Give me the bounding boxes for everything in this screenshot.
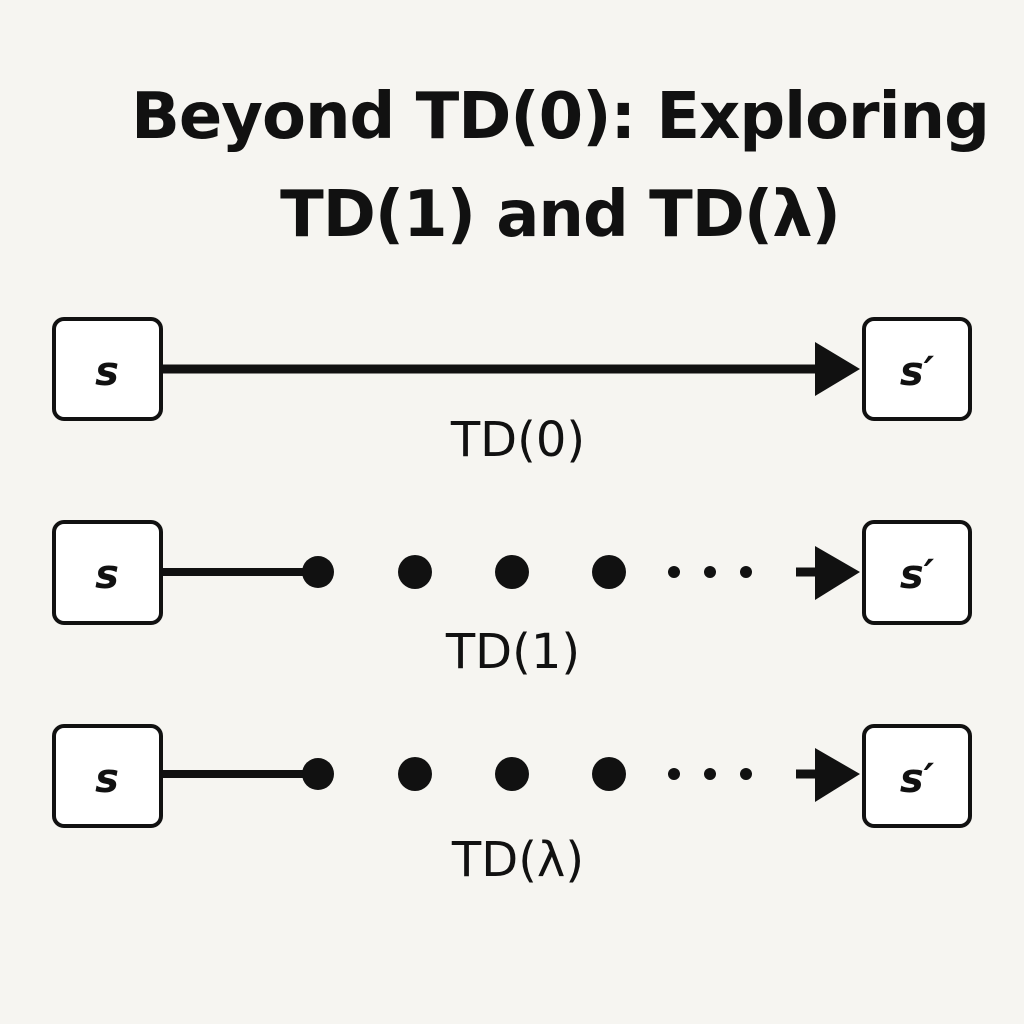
target-state-box xyxy=(862,520,972,625)
arrow-head-icon xyxy=(815,546,860,600)
title-line-1: Beyond TD(0): Exploring xyxy=(131,80,990,154)
target-state-label: s′ xyxy=(900,552,935,598)
intermediate-state-dot xyxy=(495,555,529,589)
row-td1: s s′ TD(1) xyxy=(52,520,972,680)
intermediate-state-dot xyxy=(592,757,626,791)
intermediate-state-dot xyxy=(398,757,432,791)
ellipsis-dot xyxy=(740,768,752,780)
ellipsis-dot xyxy=(704,768,716,780)
diagram-title: Beyond TD(0): Exploring TD(1) and TD(λ) xyxy=(80,68,1024,264)
target-state-label: s′ xyxy=(900,349,935,395)
target-state-label: s′ xyxy=(900,756,935,802)
ellipsis-dot xyxy=(668,768,680,780)
source-state-label: s xyxy=(95,552,119,598)
row-td0: s s′ TD(0) xyxy=(52,317,972,468)
row-label-td1: TD(1) xyxy=(445,624,580,680)
target-state-box xyxy=(862,724,972,828)
source-state-label: s xyxy=(95,349,119,395)
intermediate-state-dot xyxy=(592,555,626,589)
arrow-head-icon xyxy=(815,342,860,396)
intermediate-state-dot xyxy=(302,556,334,588)
ellipsis-dot xyxy=(668,566,680,578)
source-state-label: s xyxy=(95,756,119,802)
intermediate-state-dot xyxy=(302,758,334,790)
row-tdlambda: s s′ TD(λ) xyxy=(52,724,972,888)
arrow-head-icon xyxy=(815,748,860,802)
ellipsis-dot xyxy=(740,566,752,578)
row-label-td0: TD(0) xyxy=(450,412,585,468)
intermediate-state-dot xyxy=(495,757,529,791)
title-line-2: TD(1) and TD(λ) xyxy=(280,178,841,252)
row-label-tdlambda: TD(λ) xyxy=(451,832,584,888)
ellipsis-dot xyxy=(704,566,716,578)
target-state-box xyxy=(862,317,972,421)
intermediate-state-dot xyxy=(398,555,432,589)
